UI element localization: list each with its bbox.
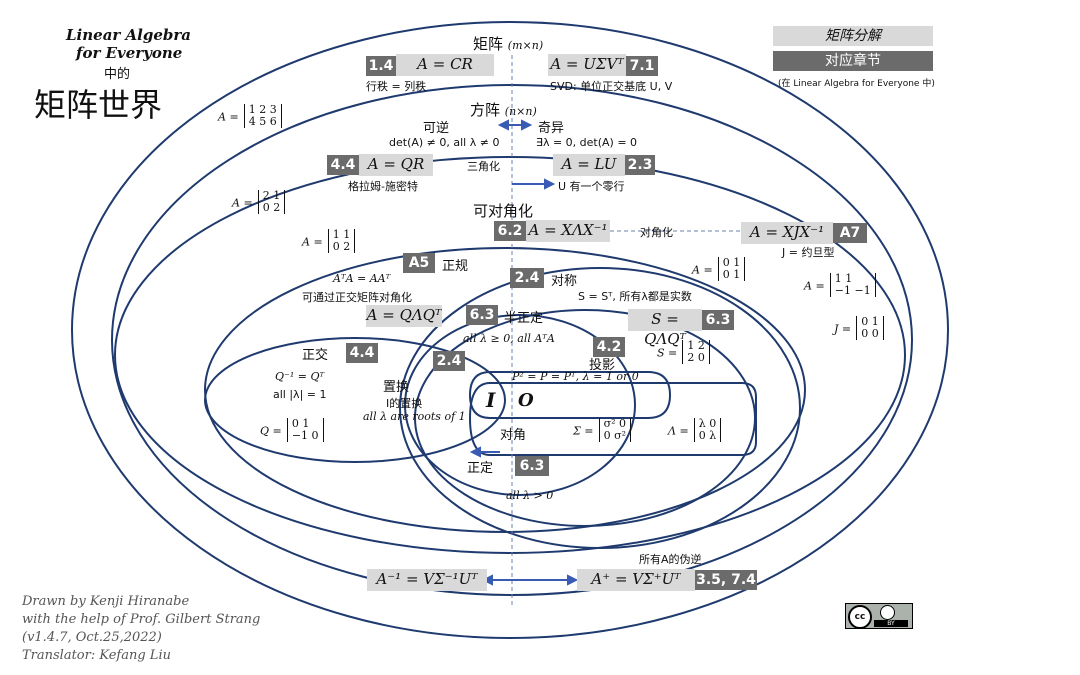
singular-cond: ∃λ = 0, det(A) = 0 — [536, 136, 638, 149]
invertible-cond: det(A) ≠ 0, all λ ≠ 0 — [389, 136, 500, 149]
qr-formula: A = QR — [359, 154, 433, 176]
credit-help: with the help of Prof. Gilbert Strang — [22, 612, 261, 627]
cc-icon: cc — [848, 605, 872, 629]
zero-symbol: O — [518, 390, 534, 411]
normal-note: 可通过正交矩阵对角化 — [302, 291, 412, 304]
projection-chapter: 4.2 — [593, 337, 625, 357]
cr-note: 行秩 = 列秩 — [366, 80, 427, 93]
jordan-formula: A = XJX⁻¹ — [741, 222, 833, 244]
identity-symbol: I — [486, 388, 496, 412]
projection-label: 投影 — [589, 358, 616, 373]
svd-formula: A = UΣVᵀ — [548, 54, 626, 76]
lu-chapter: 2.3 — [625, 155, 655, 175]
projection-cond: P² = P = Pᵀ, λ = 1 or 0 — [512, 370, 639, 383]
page-title: 矩阵世界 — [34, 86, 163, 124]
diagonalizable-label: 可对角化 — [473, 202, 534, 220]
permutation-sub: I的置换 — [386, 397, 423, 410]
credit-author: Drawn by Kenji Hiranabe — [22, 594, 190, 609]
diagonalizable-ellipse — [114, 156, 906, 554]
definite-chapter: 6.3 — [515, 456, 549, 476]
definite-ellipse — [404, 314, 636, 496]
jordan-note: J = 约旦型 — [782, 246, 835, 259]
svd-chapter: 7.1 — [626, 56, 658, 76]
orthogonal-example: Q = 0 1−1 0 — [260, 418, 324, 442]
triangular-label: 三角化 — [467, 160, 500, 173]
person-icon — [880, 605, 895, 620]
legend-chapter: 对应章节 — [773, 51, 933, 71]
symmetric-ellipse — [399, 267, 801, 549]
jordan-chapter: A7 — [833, 223, 867, 243]
lu-formula: A = LU — [553, 154, 625, 176]
orthogonal-cond2: all |λ| = 1 — [273, 388, 327, 401]
diagonal-region — [468, 382, 757, 456]
definite-cond: all λ > 0 — [506, 489, 554, 502]
semidefinite-label: 半正定 — [504, 311, 544, 326]
orthogonal-label: 正交 — [302, 348, 329, 363]
normal-cond: AᵀA = AAᵀ — [333, 272, 391, 285]
orthogonal-chapter: 4.4 — [346, 343, 378, 363]
matrix-ellipse — [71, 21, 949, 639]
diagonalizable-formula: A = XΛX⁻¹ — [526, 220, 610, 242]
title-line1: Linear Algebra — [66, 26, 192, 44]
credit-version: (v1.4.7, Oct.25,2022) — [22, 630, 162, 645]
symmetric-formula-chapter: 6.3 — [702, 310, 734, 330]
pseudoinverse-formula: A⁺ = VΣ⁺Uᵀ — [577, 569, 695, 591]
legend-note: (在 Linear Algebra for Everyone 中) — [778, 79, 935, 89]
title-line2: for Everyone — [76, 44, 183, 62]
cr-chapter: 1.4 — [366, 56, 396, 76]
cr-formula: A = CR — [396, 54, 494, 76]
definite-label: 正定 — [467, 461, 494, 476]
projection-region — [468, 371, 672, 419]
orthogonal-ellipse — [204, 337, 506, 463]
semidefinite-chapter: 6.3 — [466, 305, 498, 325]
normal-label: 正规 — [442, 259, 469, 274]
normal-formula: A = QΛQᵀ — [366, 305, 442, 327]
pseudoinverse-note: 所有A的伪逆 — [639, 553, 702, 566]
diagonalize-text: 对角化 — [640, 226, 673, 239]
by-label: BY — [874, 620, 908, 627]
cc-by-badge[interactable]: cc BY — [845, 603, 913, 629]
pseudoinverse-chapter: 3.5, 7.4 — [695, 570, 757, 590]
title-line3: 中的 — [104, 67, 131, 82]
credit-translator: Translator: Kefang Liu — [22, 648, 171, 663]
invertible-label: 可逆 — [423, 121, 450, 136]
qr-chapter: 4.4 — [327, 155, 359, 175]
svd-note: SVD: 单位正交基底 U, V — [550, 80, 673, 93]
symmetric-label: 对称 — [551, 274, 578, 289]
matrix-label: 矩阵 (m×n) — [473, 35, 544, 53]
legend-decomposition: 矩阵分解 — [773, 26, 933, 46]
permutation-chapter: 2.4 — [433, 351, 465, 371]
lu-note: U 有一个零行 — [558, 180, 625, 193]
normal-chapter: A5 — [403, 253, 435, 273]
square-label: 方阵 (n×n) — [470, 101, 537, 119]
symmetric-formula: S = QΛQᵀ — [628, 309, 702, 348]
singular-label: 奇异 — [538, 121, 565, 136]
permutation-cond: all λ are roots of 1 — [363, 410, 466, 423]
diagonalizable-chapter: 6.2 — [494, 221, 526, 241]
permutation-label: 置换 — [383, 380, 410, 395]
symmetric-chapter: 2.4 — [510, 268, 544, 288]
symmetric-cond: S = Sᵀ, 所有λ都是实数 — [578, 290, 692, 303]
nondiag-example-2: A = 1 1−1 −1 — [804, 273, 876, 297]
inverse-formula: A⁻¹ = VΣ⁻¹Uᵀ — [367, 569, 487, 591]
diagonal-label: 对角 — [500, 428, 527, 443]
qr-note: 格拉姆-施密特 — [348, 180, 418, 193]
semidefinite-cond: all λ ≥ 0, all AᵀA — [463, 332, 555, 345]
orthogonal-cond1: Q⁻¹ = Qᵀ — [275, 370, 325, 383]
